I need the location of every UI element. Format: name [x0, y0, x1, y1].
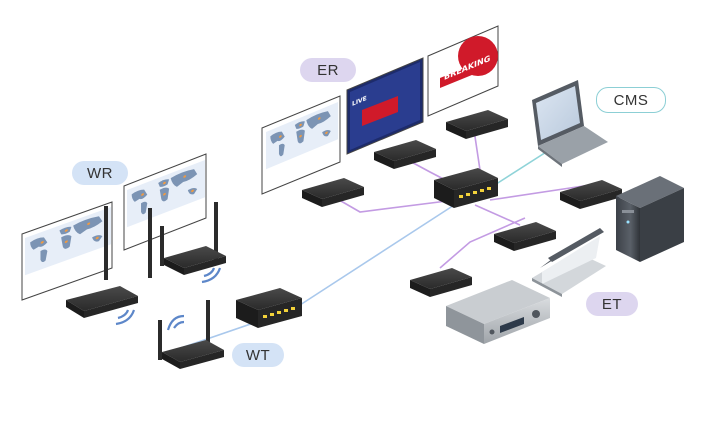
- purple-link-et-upper: [489, 184, 591, 201]
- map-display-icon: [261, 95, 341, 195]
- label-er: ER: [300, 58, 356, 82]
- laptop-icon: [532, 228, 606, 297]
- encoder-box-icon: [410, 268, 472, 297]
- network-switch-icon: [434, 168, 498, 208]
- wireless-receiver-icon: [66, 206, 152, 318]
- blue-link-switch-to-central: [299, 197, 466, 306]
- map-display-icon: [123, 153, 207, 251]
- encoder-box-icon: [560, 180, 622, 209]
- av-receiver-icon: [446, 280, 550, 344]
- encoder-box-icon: [494, 222, 556, 251]
- wireless-transmitter-icon: [158, 300, 224, 369]
- wifi-wave-icon: [166, 314, 185, 331]
- encoder-box-icon: [446, 110, 508, 139]
- network-switch-icon: [236, 288, 302, 328]
- connection-lines: [174, 129, 591, 351]
- purple-link-er-right: [473, 129, 481, 171]
- wireless-receiver-icon: [160, 202, 226, 275]
- label-et: ET: [586, 292, 638, 316]
- news-display-icon: BREAKING NEWS: [427, 25, 499, 117]
- encoder-box-icon: [302, 178, 364, 207]
- label-cms: CMS: [596, 87, 666, 113]
- encoder-box-icon: [374, 140, 436, 169]
- laptop-icon: [532, 80, 608, 167]
- pc-tower-icon: [616, 176, 684, 262]
- wifi-wave-icon: [115, 267, 222, 326]
- map-display-icon: [21, 201, 113, 301]
- purple-link-et-lower: [439, 217, 526, 269]
- purple-link-er-left: [333, 196, 456, 213]
- label-wt: WT: [232, 343, 284, 367]
- news-display-icon: LIVE: [346, 57, 424, 155]
- label-wr: WR: [72, 161, 128, 185]
- purple-link-et-mid: [474, 204, 521, 226]
